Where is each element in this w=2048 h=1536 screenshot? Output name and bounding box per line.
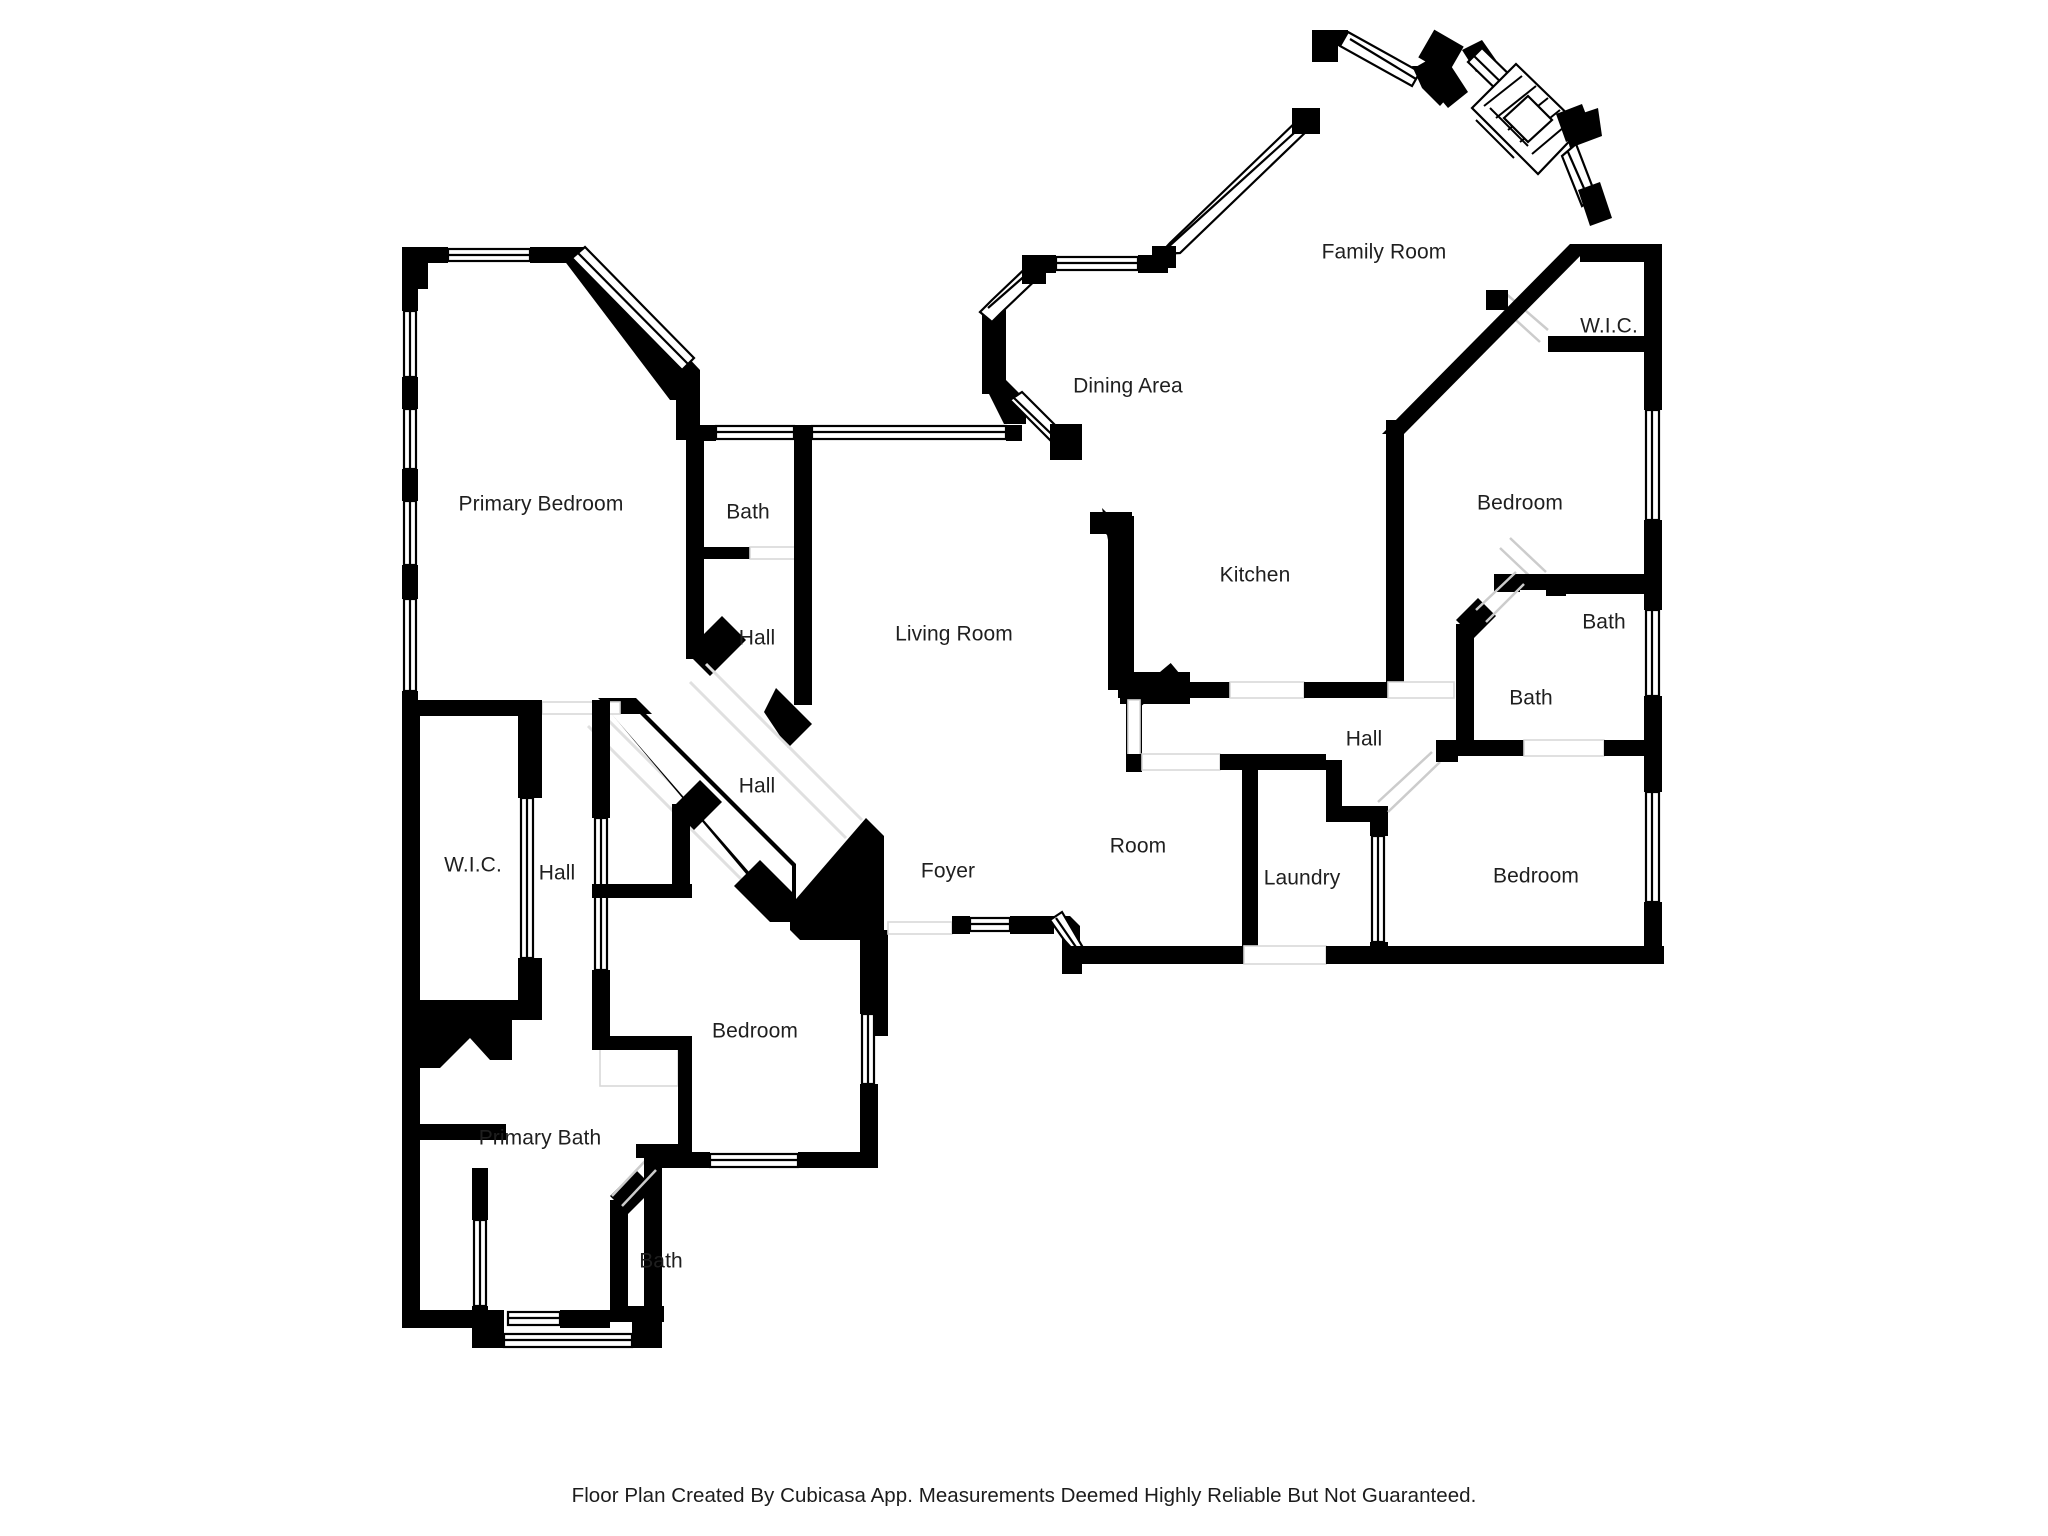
room-label-family-room: Family Room	[1322, 241, 1447, 264]
room-label-bedroom-right-upper: Bedroom	[1477, 492, 1563, 515]
room-label-dining-area: Dining Area	[1073, 375, 1183, 398]
room-label-layer: Primary Bedroom Bath Hall Hall W.I.C. Ha…	[444, 241, 1638, 1273]
room-label-bedroom-lower-left: Bedroom	[712, 1020, 798, 1043]
floor-plan-caption: Floor Plan Created By Cubicasa App. Meas…	[571, 1484, 1477, 1507]
room-label-wic-left: W.I.C.	[444, 854, 502, 877]
room-label-hall-left: Hall	[539, 862, 576, 885]
room-label-hall-mid-left: Hall	[739, 775, 776, 798]
room-label-bath-bottom-left: Bath	[639, 1250, 683, 1273]
room-label-kitchen: Kitchen	[1220, 564, 1291, 587]
room-label-living-room: Living Room	[895, 623, 1013, 646]
room-label-room-center: Room	[1110, 835, 1166, 858]
room-label-wic-right: W.I.C.	[1580, 315, 1638, 338]
room-label-laundry: Laundry	[1264, 867, 1341, 890]
room-label-bedroom-right-lower: Bedroom	[1493, 865, 1579, 888]
room-label-bath-right-small: Bath	[1582, 611, 1626, 634]
room-label-bath-upper-left: Bath	[726, 501, 770, 524]
room-label-foyer: Foyer	[921, 860, 975, 883]
room-label-bath-right: Bath	[1509, 687, 1553, 710]
room-label-hall-upper-left: Hall	[739, 627, 776, 650]
room-label-primary-bedroom: Primary Bedroom	[459, 493, 624, 516]
room-label-primary-bath: Primary Bath	[479, 1127, 602, 1150]
room-label-hall-right: Hall	[1346, 728, 1383, 751]
wall-layer	[402, 29, 1664, 1349]
